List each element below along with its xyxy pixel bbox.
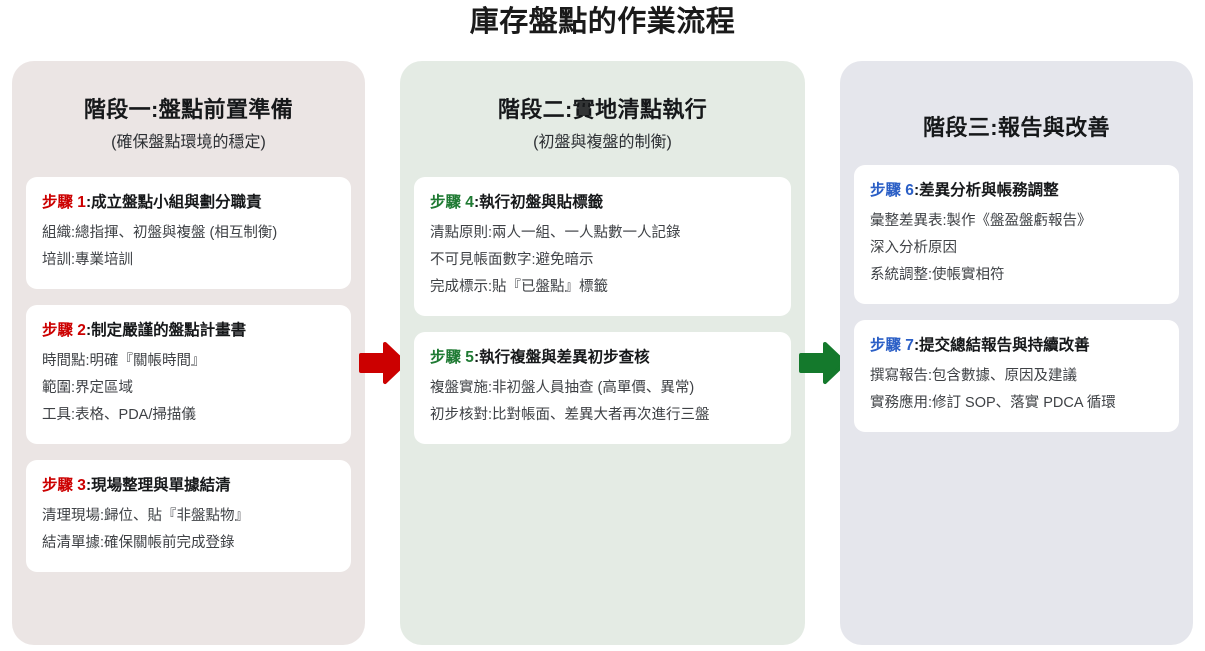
stage-2-title: 階段二:實地清點執行	[497, 97, 708, 122]
stage-2-cards: 步驟 4:執行初盤與貼標籤 清點原則:兩人一組、一人點數一人記錄 不可見帳面數字…	[414, 177, 791, 444]
page-title: 庫存盤點的作業流程	[469, 6, 736, 38]
step-7-detail-2: 實務應用:修訂 SOP、落實 PDCA 循環	[870, 395, 1116, 411]
stage-column-3: 階段三:報告與改善 步驟 6:差異分析與帳務調整 彙整差異表:製作《盤盈盤虧報告…	[840, 61, 1193, 645]
stage-3-title: 階段三:報告與改善	[923, 115, 1110, 140]
step-4-number: 步驟 4	[430, 194, 474, 211]
step-7-heading: :提交總結報告與持續改善	[913, 337, 1090, 354]
stage-1-cards: 步驟 1:成立盤點小組與劃分職責 組織:總指揮、初盤與複盤 (相互制衡) 培訓:…	[26, 177, 351, 572]
step-card-1-title: 步驟 1:成立盤點小組與劃分職責	[42, 191, 335, 214]
step-card-7-title: 步驟 7:提交總結報告與持續改善	[870, 334, 1163, 357]
arrow-stage1-to-stage2-icon	[359, 341, 407, 385]
stage-1-header: 階段一:盤點前置準備 (確保盤點環境的穩定)	[26, 61, 351, 156]
stage-1-title: 階段一:盤點前置準備	[83, 97, 294, 122]
step-3-number: 步驟 3	[42, 477, 86, 494]
step-2-detail-3: 工具:表格、PDA/掃描儀	[42, 407, 196, 423]
step-6-heading: :差異分析與帳務調整	[913, 182, 1059, 199]
step-card-4[interactable]: 步驟 4:執行初盤與貼標籤 清點原則:兩人一組、一人點數一人記錄 不可見帳面數字…	[414, 177, 791, 316]
step-2-number: 步驟 2	[42, 322, 86, 339]
step-5-detail-2: 初步核對:比對帳面、差異大者再次進行三盤	[430, 407, 710, 423]
arrow-stage2-to-stage3-icon	[799, 341, 847, 385]
step-5-detail-1: 複盤實施:非初盤人員抽查 (高單價、異常)	[430, 380, 695, 396]
stage-column-2: 階段二:實地清點執行 (初盤與複盤的制衡) 步驟 4:執行初盤與貼標籤 清點原則…	[400, 61, 805, 645]
stage-2-header: 階段二:實地清點執行 (初盤與複盤的制衡)	[414, 61, 791, 156]
step-6-detail-3: 系統調整:使帳實相符	[870, 267, 1005, 283]
stages-container: 階段一:盤點前置準備 (確保盤點環境的穩定) 步驟 1:成立盤點小組與劃分職責 …	[0, 61, 1205, 651]
step-card-1[interactable]: 步驟 1:成立盤點小組與劃分職責 組織:總指揮、初盤與複盤 (相互制衡) 培訓:…	[26, 177, 351, 289]
step-1-detail-2: 培訓:專業培訓	[42, 252, 134, 268]
step-2-detail-1: 時間點:明確『關帳時間』	[42, 353, 206, 369]
step-7-number: 步驟 7	[870, 337, 914, 354]
step-3-detail-1: 清理現場:歸位、貼『非盤點物』	[42, 508, 250, 524]
stage-3-cards: 步驟 6:差異分析與帳務調整 彙整差異表:製作《盤盈盤虧報告》 深入分析原因 系…	[854, 165, 1179, 432]
step-6-detail-1: 彙整差異表:製作《盤盈盤虧報告》	[870, 213, 1092, 229]
step-3-heading: :現場整理與單據結清	[85, 477, 231, 494]
step-4-detail-2: 不可見帳面數字:避免暗示	[430, 252, 594, 268]
step-card-6[interactable]: 步驟 6:差異分析與帳務調整 彙整差異表:製作《盤盈盤虧報告》 深入分析原因 系…	[854, 165, 1179, 304]
step-6-detail-2: 深入分析原因	[870, 240, 957, 256]
step-4-detail-1: 清點原則:兩人一組、一人點數一人記錄	[430, 225, 681, 241]
step-1-number: 步驟 1	[42, 194, 86, 211]
step-card-3[interactable]: 步驟 3:現場整理與單據結清 清理現場:歸位、貼『非盤點物』 結清單據:確保關帳…	[26, 460, 351, 572]
step-6-number: 步驟 6	[870, 182, 914, 199]
step-5-heading: :執行複盤與差異初步查核	[473, 349, 650, 366]
step-card-4-title: 步驟 4:執行初盤與貼標籤	[430, 191, 775, 214]
step-1-heading: :成立盤點小組與劃分職責	[85, 194, 262, 211]
stage-column-1: 階段一:盤點前置準備 (確保盤點環境的穩定) 步驟 1:成立盤點小組與劃分職責 …	[12, 61, 365, 645]
step-card-2[interactable]: 步驟 2:制定嚴謹的盤點計畫書 時間點:明確『關帳時間』 範圍:界定區域 工具:…	[26, 305, 351, 444]
step-5-number: 步驟 5	[430, 349, 474, 366]
step-4-detail-3: 完成標示:貼『已盤點』標籤	[430, 279, 609, 295]
step-7-detail-1: 撰寫報告:包含數據、原因及建議	[870, 368, 1078, 384]
step-card-7[interactable]: 步驟 7:提交總結報告與持續改善 撰寫報告:包含數據、原因及建議 實務應用:修訂…	[854, 320, 1179, 432]
step-4-heading: :執行初盤與貼標籤	[473, 194, 604, 211]
stage-3-header: 階段三:報告與改善	[854, 61, 1179, 143]
stage-1-subtitle: (確保盤點環境的穩定)	[111, 134, 266, 151]
step-2-detail-2: 範圍:界定區域	[42, 380, 134, 396]
stage-2-subtitle: (初盤與複盤的制衡)	[533, 134, 672, 151]
step-3-detail-2: 結清單據:確保關帳前完成登錄	[42, 535, 235, 551]
step-card-5-title: 步驟 5:執行複盤與差異初步查核	[430, 346, 775, 369]
step-card-5[interactable]: 步驟 5:執行複盤與差異初步查核 複盤實施:非初盤人員抽查 (高單價、異常) 初…	[414, 332, 791, 444]
step-2-heading: :制定嚴謹的盤點計畫書	[85, 322, 247, 339]
step-card-6-title: 步驟 6:差異分析與帳務調整	[870, 179, 1163, 202]
step-card-2-title: 步驟 2:制定嚴謹的盤點計畫書	[42, 319, 335, 342]
step-card-3-title: 步驟 3:現場整理與單據結清	[42, 474, 335, 497]
step-1-detail-1: 組織:總指揮、初盤與複盤 (相互制衡)	[42, 225, 278, 241]
